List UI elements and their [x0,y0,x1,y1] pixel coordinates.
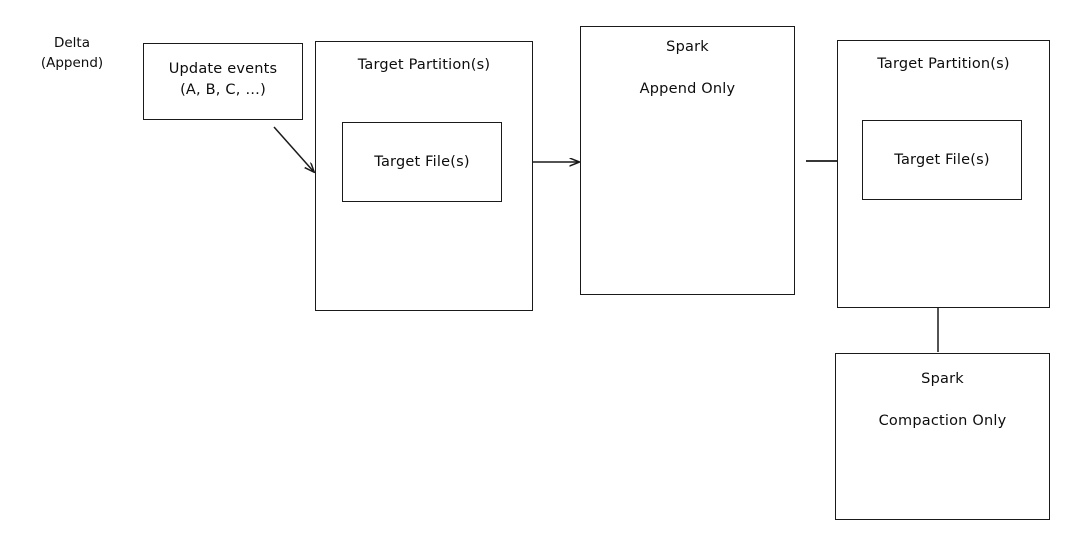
node-right-target-file[interactable]: Target File(s) [862,120,1022,200]
node-left-target-partition-label: Target Partition(s) [357,57,491,73]
node-spark-compaction-only-label: Spark Compaction Only [878,371,1007,430]
node-update-events[interactable]: Update events (A, B, C, …) [143,43,303,120]
node-right-target-partition-label: Target Partition(s) [877,56,1010,72]
node-update-events-label: Update events (A, B, C, …) [168,61,278,99]
node-left-target-file-label: Target File(s) [374,154,470,170]
node-spark-append-only-label: Spark Append Only [639,39,736,98]
node-left-target-file[interactable]: Target File(s) [342,122,502,202]
node-spark-append-only[interactable]: Spark Append Only [580,26,795,295]
delta-append-label: Delta (Append) [40,35,104,72]
edge-update-events-to-left-partition [273,126,314,172]
node-right-target-file-label: Target File(s) [894,152,990,168]
node-spark-compaction-only[interactable]: Spark Compaction Only [835,353,1050,520]
